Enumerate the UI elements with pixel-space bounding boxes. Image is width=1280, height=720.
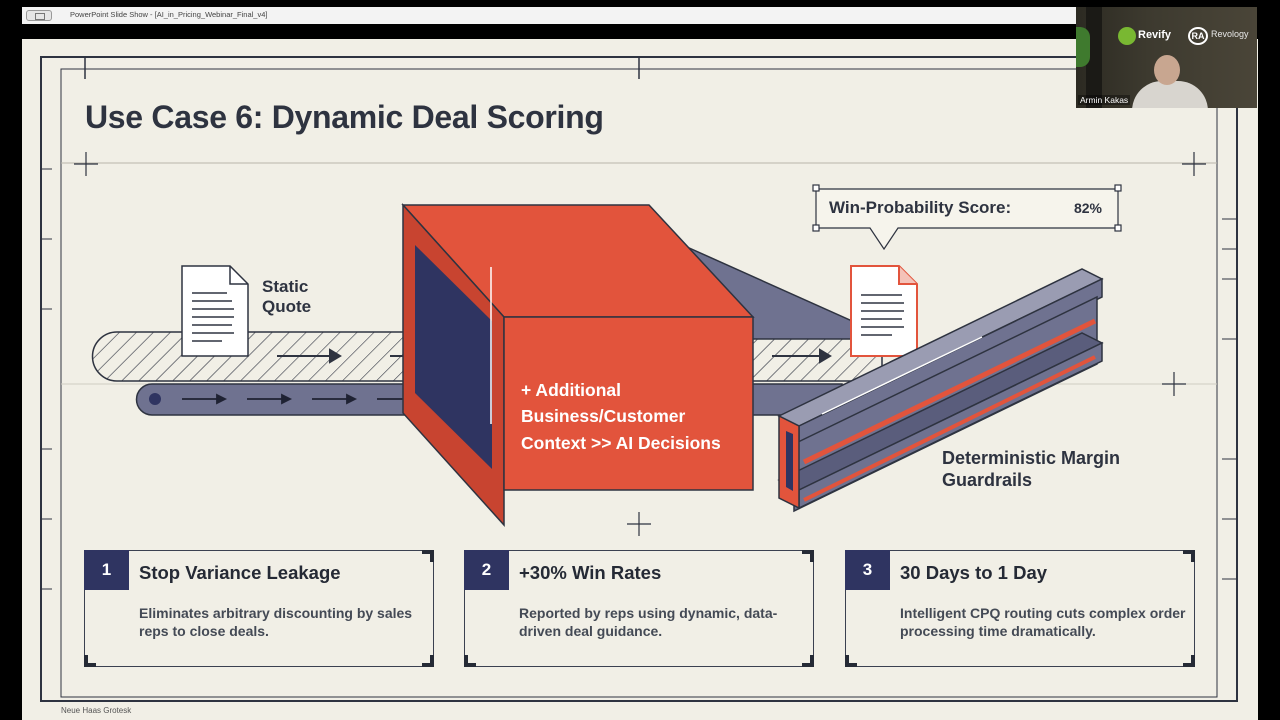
slideshow-window-icon[interactable]	[26, 10, 52, 21]
scored-quote-document-icon	[850, 265, 918, 357]
guardrails-label: Deterministic Margin Guardrails	[942, 448, 1120, 491]
card-title: 30 Days to 1 Day	[900, 562, 1048, 583]
guardrails-label-text: Deterministic Margin Guardrails	[942, 448, 1121, 490]
benefit-card-2: 2 +30% Win Rates Reported by reps using …	[464, 550, 814, 667]
card-description: Intelligent CPQ routing cuts complex ord…	[900, 605, 1186, 640]
static-quote-label-text: Static Quote	[262, 277, 312, 317]
card-title: +30% Win Rates	[519, 562, 662, 583]
card-number: 2	[464, 550, 509, 590]
margin-guardrail-beam	[777, 268, 1104, 513]
plant	[1076, 27, 1090, 67]
score-callout-frame	[812, 184, 1122, 251]
revify-logo-text: Revify	[1138, 29, 1172, 41]
bookshelf	[1086, 7, 1102, 108]
ai-box-label-text: + Additional Business/Customer Context >…	[521, 380, 721, 453]
card-number: 1	[84, 550, 129, 590]
slide-footer-note: Neue Haas Grotesk	[61, 706, 132, 715]
participant-head	[1154, 55, 1180, 85]
win-probability-callout: Win-Probability Score: 82%	[815, 188, 1118, 229]
slide-title: Use Case 6: Dynamic Deal Scoring	[85, 99, 604, 135]
participant-name: Armin Kakas	[1078, 95, 1131, 105]
card-description: Reported by reps using dynamic, data-dri…	[519, 605, 778, 640]
revology-logo-text: Revology	[1211, 29, 1249, 39]
static-quote-document-icon	[181, 265, 249, 357]
benefit-card-1: 1 Stop Variance Leakage Eliminates arbit…	[84, 550, 434, 667]
ai-decision-box	[401, 203, 755, 527]
ruler-ticks	[41, 168, 1237, 590]
presentation-slide[interactable]: Use Case 6: Dynamic Deal Scoring Static …	[22, 39, 1258, 720]
win-probability-label: Win-Probability Score:	[829, 198, 1012, 217]
card-description: Eliminates arbitrary discounting by sale…	[139, 605, 413, 640]
win-probability-value: 82%	[1073, 200, 1102, 216]
crosshair-marks	[74, 152, 1206, 536]
revify-logo-icon	[1118, 27, 1136, 45]
card-title: Stop Variance Leakage	[139, 562, 341, 583]
benefit-card-3: 3 30 Days to 1 Day Intelligent CPQ routi…	[845, 550, 1195, 667]
card-number: 3	[845, 550, 890, 590]
webcam-video-tile[interactable]: Revify RA Revology Armin Kakas	[1076, 7, 1257, 108]
window-title-bar: PowerPoint Slide Show - [AI_in_Pricing_W…	[22, 7, 1076, 24]
slide-illustration	[40, 56, 1238, 702]
window-title: PowerPoint Slide Show - [AI_in_Pricing_W…	[70, 10, 268, 19]
revology-logo-icon: RA	[1188, 27, 1208, 45]
revify-logo: Revify	[1118, 29, 1171, 41]
static-quote-label: Static Quote	[262, 277, 311, 318]
ai-box-label: + Additional Business/Customer Context >…	[521, 377, 721, 456]
